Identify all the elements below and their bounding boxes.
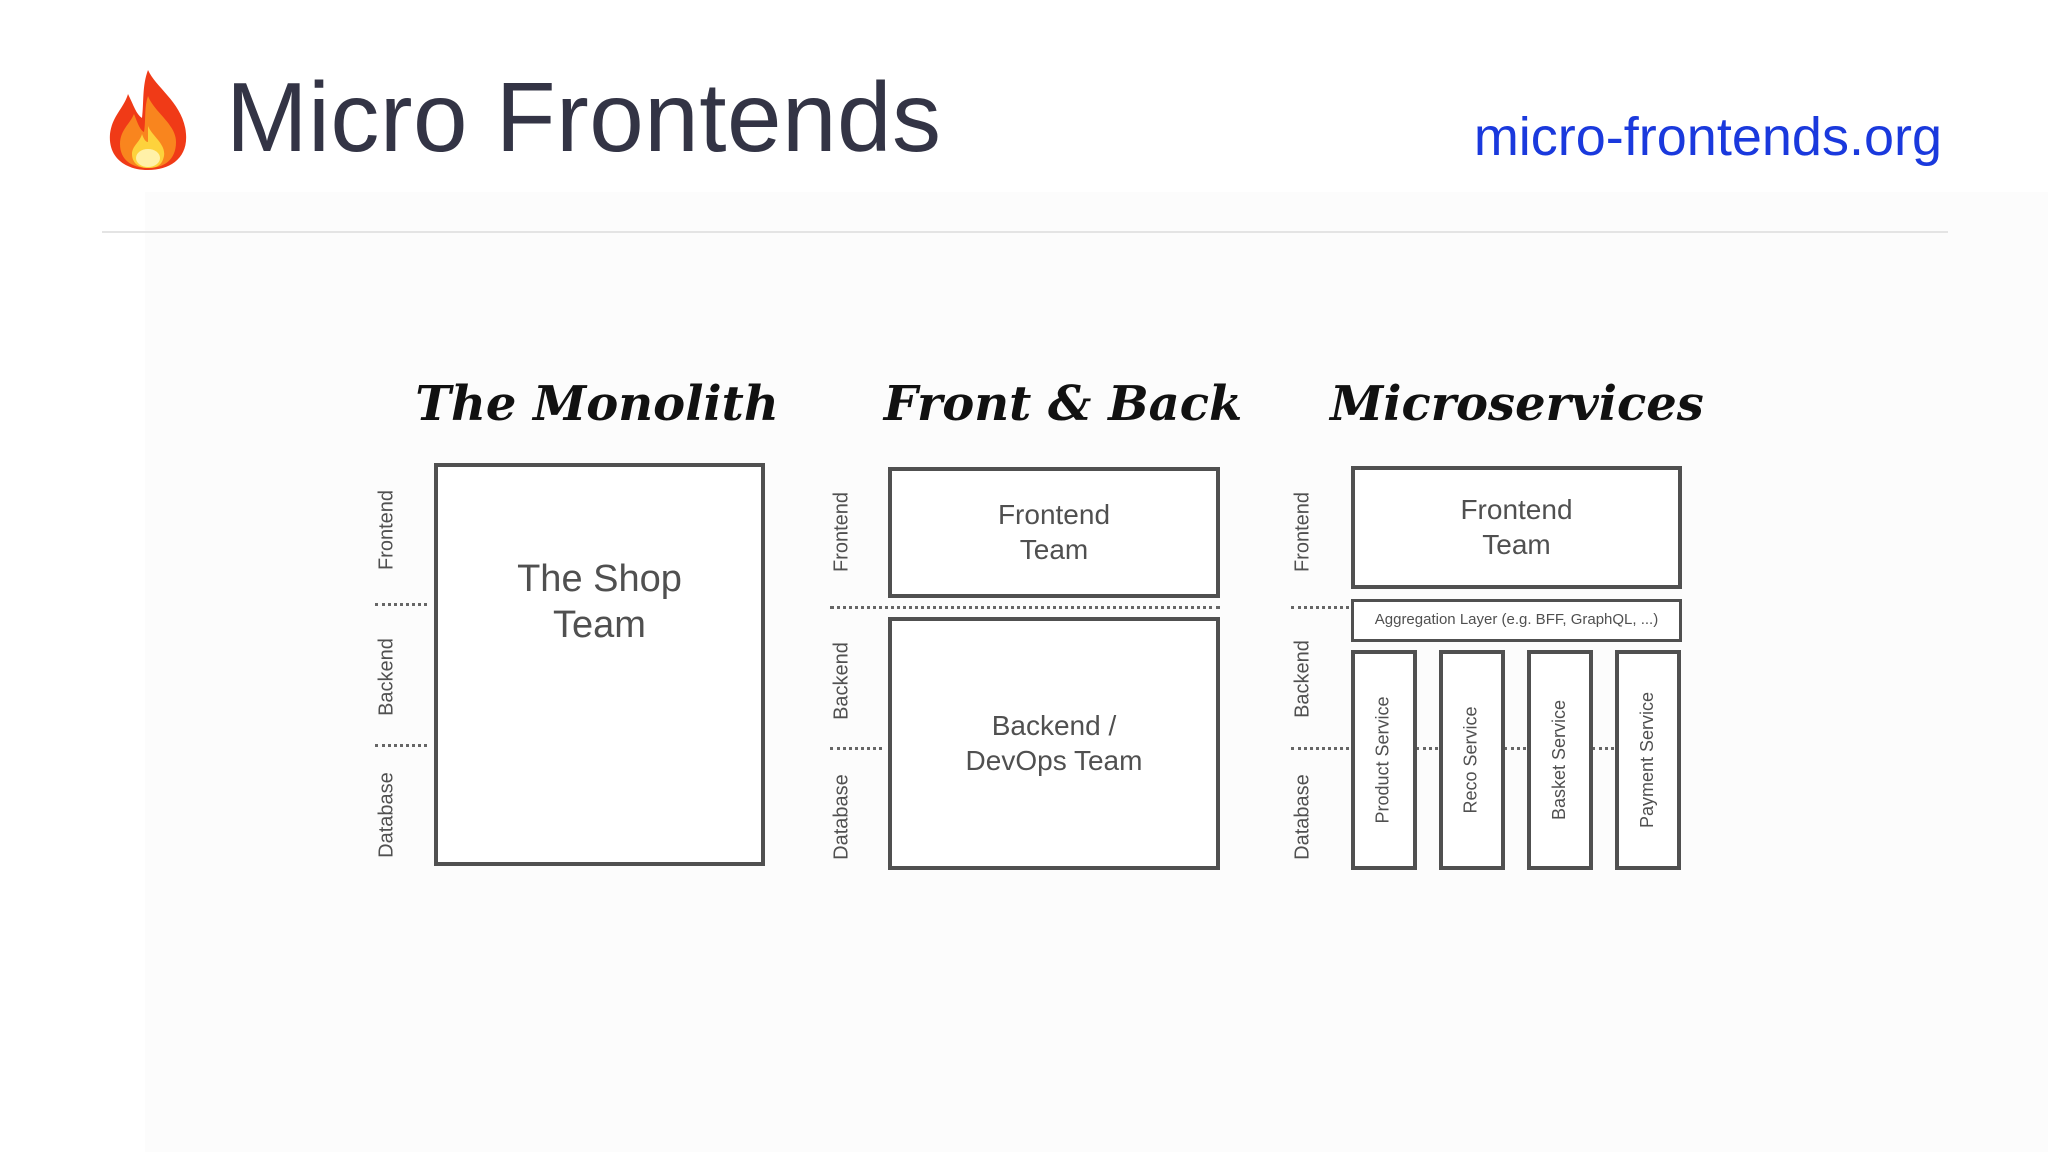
- front-back-frontend-backend-divider: [830, 606, 1220, 609]
- front-back-backend-team-label: Backend / DevOps Team: [965, 710, 1143, 776]
- slide-title: Micro Frontends: [226, 62, 942, 172]
- reco-service-box: Reco Service: [1439, 650, 1505, 870]
- front-back-backend-database-divider: [830, 747, 882, 750]
- website-link[interactable]: micro-frontends.org: [1473, 107, 1942, 167]
- microservices-frontend-team-box: Frontend Team: [1351, 466, 1682, 589]
- microservices-frontend-team-label: Frontend Team: [1460, 494, 1573, 560]
- microservices-heading: Microservices: [1330, 376, 1704, 432]
- basket-service-box: Basket Service: [1527, 650, 1593, 870]
- monolith-backend-database-divider: [375, 744, 427, 747]
- payment-service-box: Payment Service: [1615, 650, 1681, 870]
- monolith-frontend-backend-divider: [375, 603, 427, 606]
- service-gap-divider-1: [1416, 747, 1438, 750]
- monolith-backend-label: Backend: [375, 638, 398, 716]
- front-back-frontend-team-label: Frontend Team: [997, 499, 1111, 565]
- monolith-team-label: The Shop Team: [517, 558, 682, 646]
- microservices-backend-database-divider: [1291, 747, 1349, 750]
- front-back-frontend-label: Frontend: [830, 491, 853, 573]
- front-back-backend-label: Backend: [830, 642, 853, 720]
- aggregation-layer-box: Aggregation Layer (e.g. BFF, GraphQL, ..…: [1351, 599, 1682, 642]
- microservices-frontend-label: Frontend: [1291, 491, 1314, 573]
- payment-service-label: Payment Service: [1637, 691, 1658, 829]
- monolith-team-box: The Shop Team: [434, 463, 765, 866]
- product-service-box: Product Service: [1351, 650, 1417, 870]
- reco-service-label: Reco Service: [1461, 706, 1482, 814]
- monolith-frontend-label: Frontend: [375, 489, 398, 571]
- slide-header: Micro Frontends micro-frontends.org: [0, 0, 2048, 235]
- microservices-backend-label: Backend: [1291, 640, 1314, 718]
- basket-service-label: Basket Service: [1549, 699, 1570, 821]
- header-divider: [102, 231, 1948, 233]
- service-gap-divider-2: [1504, 747, 1526, 750]
- front-back-backend-team-box: Backend / DevOps Team: [888, 617, 1220, 870]
- front-back-database-label: Database: [830, 774, 853, 860]
- front-back-frontend-team-box: Frontend Team: [888, 467, 1220, 598]
- monolith-database-label: Database: [375, 772, 398, 858]
- monolith-heading: The Monolith: [415, 376, 779, 432]
- front-back-heading: Front & Back: [883, 376, 1243, 432]
- service-gap-divider-3: [1592, 747, 1614, 750]
- aggregation-layer-label: Aggregation Layer (e.g. BFF, GraphQL, ..…: [1374, 611, 1659, 629]
- fire-icon: [109, 70, 187, 170]
- product-service-label: Product Service: [1373, 696, 1394, 824]
- microservices-database-label: Database: [1291, 774, 1314, 860]
- microservices-frontend-backend-divider: [1291, 606, 1349, 609]
